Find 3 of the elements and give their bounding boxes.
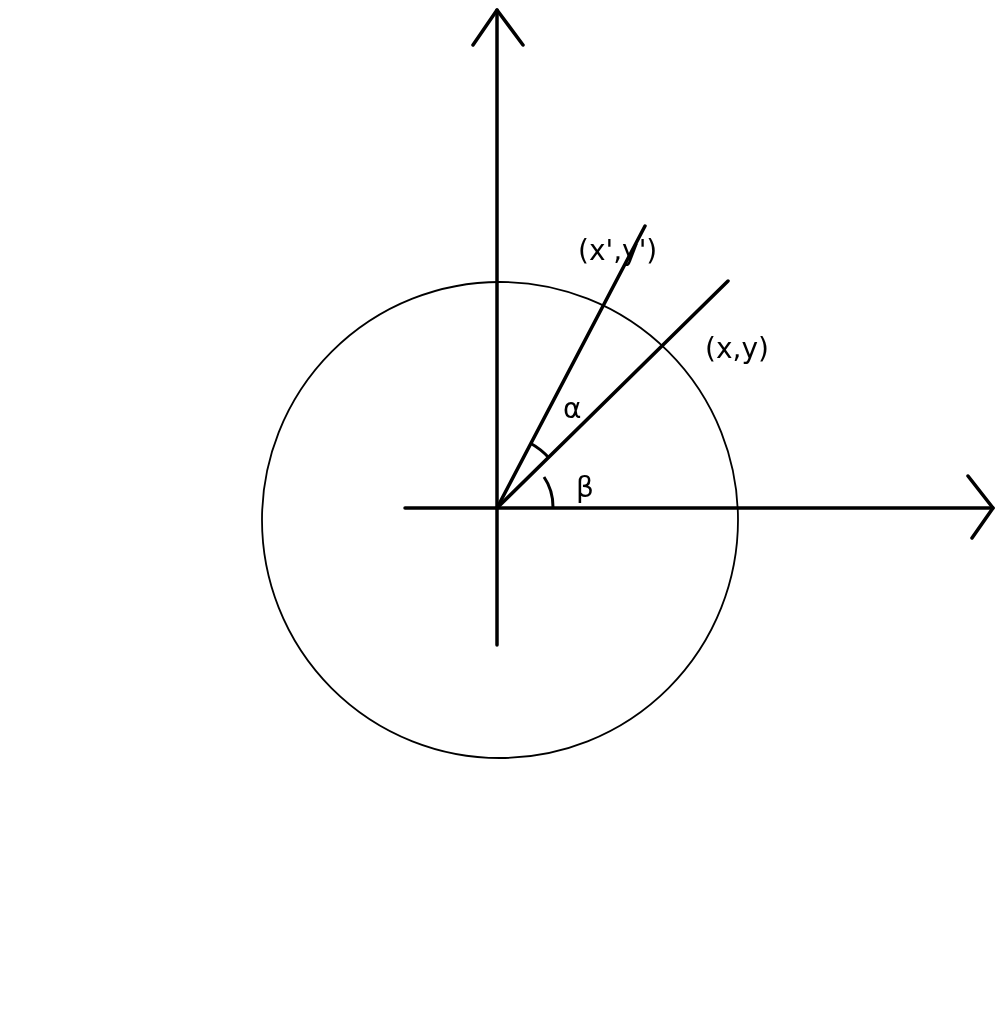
point-label: (x,y): [705, 335, 769, 363]
angle-label: α: [563, 395, 582, 423]
angle-label: β: [576, 474, 594, 502]
